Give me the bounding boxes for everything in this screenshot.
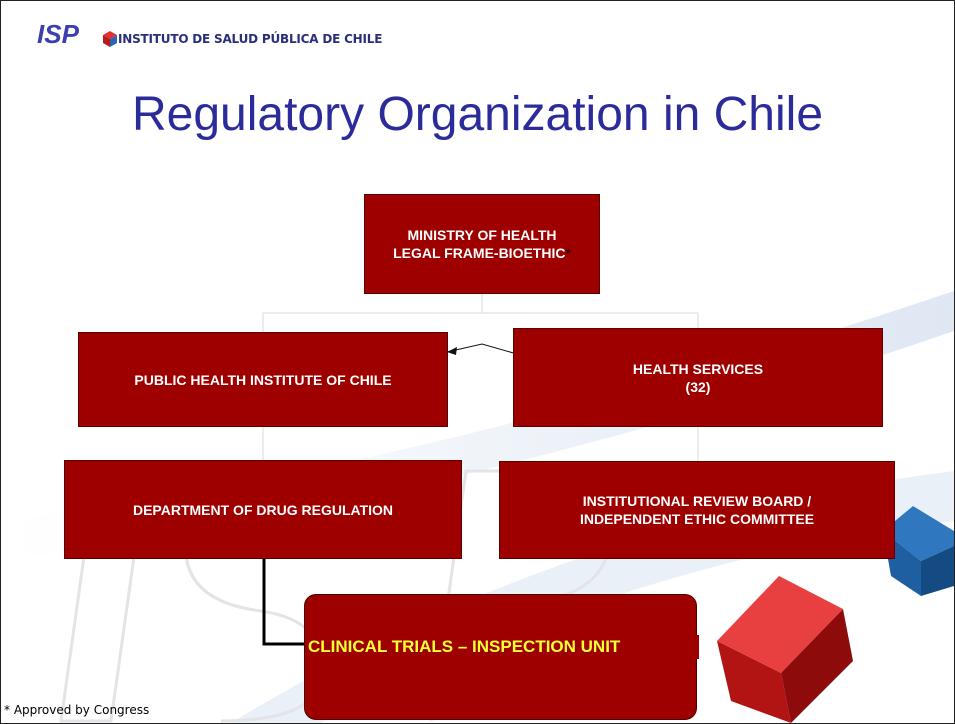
footnote: * Approved by Congress [4, 703, 150, 717]
ministry-footnote-marker: * [565, 245, 571, 261]
public-health-institute-label: PUBLIC HEALTH INSTITUTE OF CHILE [134, 371, 392, 388]
ministry-line-2-text: LEGAL FRAME-BIOETHIC [393, 245, 566, 261]
red-cube-icon [717, 576, 853, 723]
review-board-line-2: INDEPENDENT ETHIC COMMITTEE [579, 511, 815, 527]
drug-regulation-box: DEPARTMENT OF DRUG REGULATION [64, 460, 462, 559]
institution-name: INSTITUTO DE SALUD PÚBLICA DE CHILE [118, 32, 383, 46]
slide-title: Regulatory Organization in Chile [131, 88, 824, 141]
isp-logo: ISP [37, 21, 117, 49]
ministry-line-1: MINISTRY OF HEALTH [407, 227, 557, 243]
drug-regulation-label: DEPARTMENT OF DRUG REGULATION [132, 501, 394, 518]
ministry-line-2: LEGAL FRAME-BIOETHIC* [393, 244, 571, 262]
slide-header: ISP INSTITUTO DE SALUD PÚBLICA DE CHILE [1, 1, 954, 57]
review-board-box: INSTITUTIONAL REVIEW BOARD / INDEPENDENT… [499, 461, 895, 559]
clinical-trials-label: CLINICAL TRIALS – INSPECTION UNIT [305, 635, 699, 659]
health-services-line-2: (32) [685, 378, 711, 395]
health-services-box: HEALTH SERVICES (32) [513, 328, 883, 427]
review-board-line-1: INSTITUTIONAL REVIEW BOARD / [582, 493, 812, 509]
ministry-of-health-box: MINISTRY OF HEALTH LEGAL FRAME-BIOETHIC* [364, 194, 600, 294]
isp-logo-text: ISP [37, 21, 80, 49]
public-health-institute-box: PUBLIC HEALTH INSTITUTE OF CHILE [78, 332, 448, 427]
health-services-line-1: HEALTH SERVICES [632, 360, 764, 377]
